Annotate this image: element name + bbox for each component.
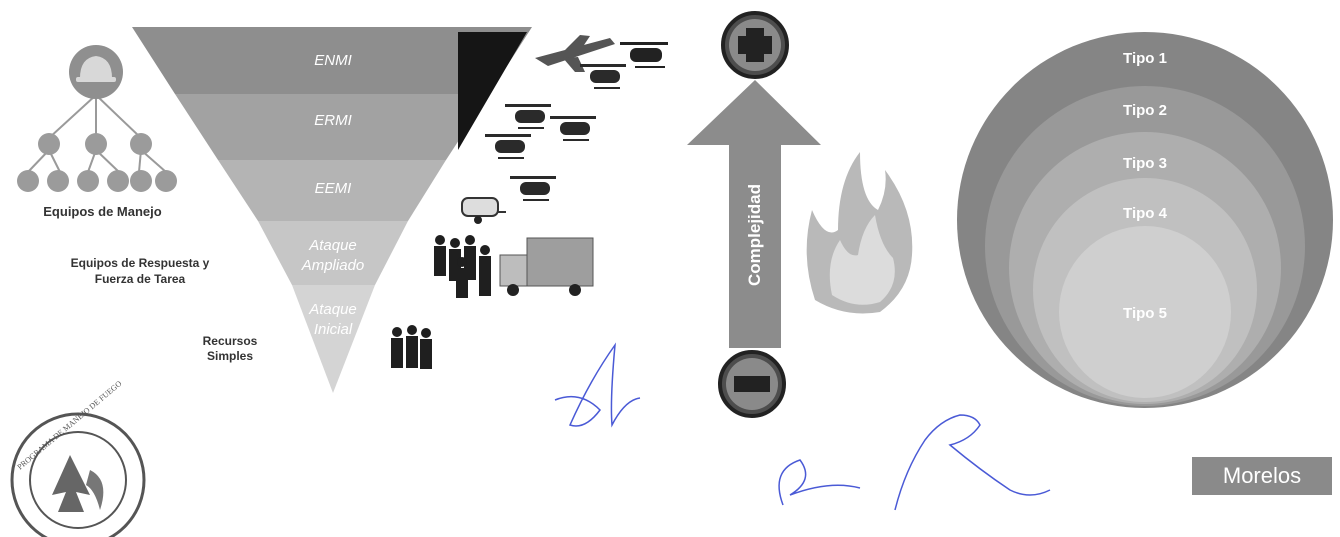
- pyramid-label-inicial: Ataque Inicial: [263, 300, 403, 340]
- tipo-5-label: Tipo 5: [1085, 305, 1205, 322]
- program-seal: PROGRAMA DE MANEJO DE FUEGO: [12, 379, 144, 537]
- plus-icon: [723, 13, 787, 77]
- pyramid-label-enmi: ENMI: [263, 52, 403, 69]
- recursos-line2: Simples: [185, 349, 275, 364]
- equipos-respuesta-label: Equipos de Respuesta y Fuerza de Tarea: [40, 255, 240, 287]
- trailer-icon: [462, 198, 506, 224]
- complejidad-label: Complejidad: [742, 175, 768, 295]
- pyramid-label-eemi: EEMI: [263, 180, 403, 197]
- equipos-respuesta-line2: Fuerza de Tarea: [40, 271, 240, 287]
- morelos-badge: Morelos: [1192, 457, 1332, 495]
- tipo-4-label: Tipo 4: [1085, 205, 1205, 222]
- tipo-2-label: Tipo 2: [1085, 102, 1205, 119]
- team-circle: [85, 133, 107, 155]
- tipo-3-label: Tipo 3: [1085, 155, 1205, 172]
- ampliado-line1: Ataque: [263, 236, 403, 256]
- people-icon: [434, 235, 491, 298]
- member-circle: [17, 170, 39, 192]
- member-circle: [130, 170, 152, 192]
- helicopter-icon: [505, 104, 551, 129]
- signature: [555, 345, 1050, 510]
- helicopter-icon: [580, 64, 626, 89]
- member-circle: [77, 170, 99, 192]
- team-circle: [130, 133, 152, 155]
- member-circle: [107, 170, 129, 192]
- inicial-line2: Inicial: [263, 320, 403, 340]
- member-circle: [155, 170, 177, 192]
- helicopter-icon: [620, 42, 668, 68]
- recursos-line1: Recursos: [185, 334, 275, 349]
- pyramid-label-ampliado: Ataque Ampliado: [263, 236, 403, 276]
- helicopter-icon: [550, 116, 596, 141]
- truck-icon: [500, 238, 593, 296]
- team-circle: [38, 133, 60, 155]
- helicopter-icon: [510, 176, 556, 201]
- helicopter-icon: [485, 134, 531, 159]
- equipos-respuesta-line1: Equipos de Respuesta y: [40, 255, 240, 271]
- fire-icon: [807, 152, 913, 314]
- tipo-1-label: Tipo 1: [1085, 50, 1205, 67]
- ampliado-line2: Ampliado: [263, 256, 403, 276]
- member-circle: [47, 170, 69, 192]
- recursos-simples-label: Recursos Simples: [185, 334, 275, 364]
- minus-icon: [720, 352, 784, 416]
- pyramid-label-ermi: ERMI: [263, 112, 403, 129]
- equipos-manejo-label: Equipos de Manejo: [20, 204, 185, 219]
- inicial-line1: Ataque: [263, 300, 403, 320]
